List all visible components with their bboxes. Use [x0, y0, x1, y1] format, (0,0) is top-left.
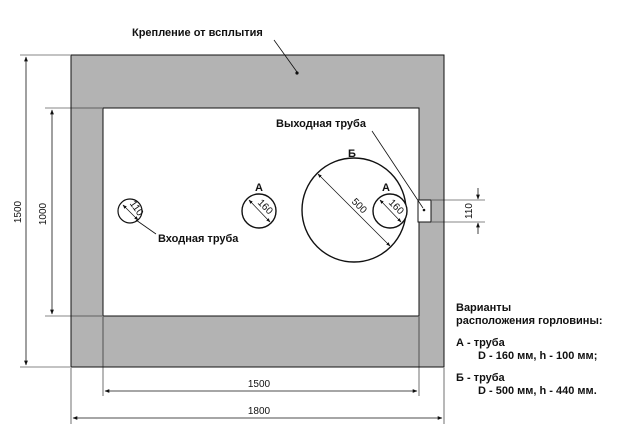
dim-outer-height: 1500 — [13, 200, 24, 223]
outlet-leader — [371, 130, 424, 209]
mark-a2: А — [382, 182, 390, 194]
variant-b-title: Б - труба — [456, 372, 505, 384]
anchor-leader — [273, 39, 298, 73]
inlet-label: Входная труба — [158, 233, 239, 245]
variant-a-title: А - труба — [456, 337, 505, 349]
outlet-dot — [422, 208, 426, 212]
neck-b-diameter-line — [317, 173, 391, 247]
mark-b: Б — [348, 148, 356, 160]
neck-a2-diameter-line — [379, 199, 402, 223]
notes-title-2: расположения горловины: — [456, 315, 603, 327]
variant-b-spec: D - 500 мм, h - 440 мм. — [478, 385, 597, 397]
dim-inner-width: 1500 — [248, 379, 271, 390]
dim-outlet-height: 110 — [464, 203, 475, 219]
anchor-leader-dot — [295, 71, 299, 75]
inlet-diameter-line — [122, 204, 139, 221]
neck-a1-diameter-line — [248, 199, 271, 223]
anchor-label: Крепление от всплытия — [132, 27, 263, 39]
variant-a-spec: D - 160 мм, h - 100 мм; — [478, 350, 598, 362]
outlet-label: Выходная труба — [276, 118, 367, 130]
mark-a1: А — [255, 182, 263, 194]
variants-notes: Варианты расположения горловины: А - тру… — [456, 302, 616, 398]
dim-outer-width: 1800 — [248, 406, 271, 417]
notes-title-1: Варианты — [456, 302, 512, 314]
dim-inner-height: 1000 — [38, 202, 49, 225]
inlet-leader — [135, 219, 157, 235]
